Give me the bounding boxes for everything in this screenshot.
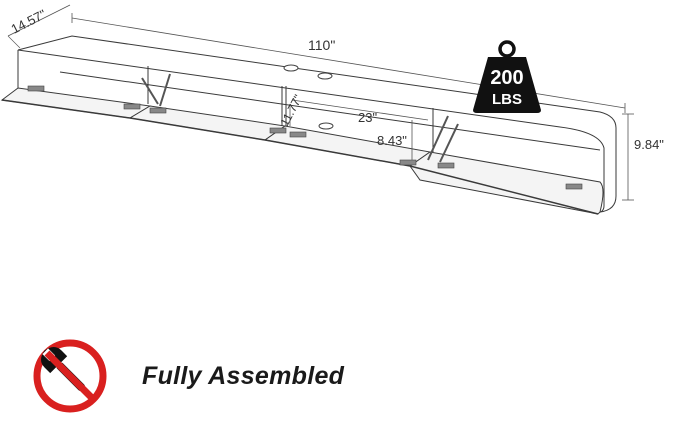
weight-value: 200: [490, 67, 523, 89]
height-label: 9.84": [634, 137, 664, 152]
depth-dimension: 14.57": [7, 4, 71, 49]
no-tools-icon: [33, 339, 107, 413]
length-label: 110": [308, 37, 335, 53]
height-dimension: [622, 113, 634, 201]
cable-holes: [283, 64, 334, 130]
compartment-outer-height-label: 11.77": [277, 92, 305, 128]
fully-assembled-label: Fully Assembled: [142, 362, 345, 390]
compartment-width-label: 23": [358, 110, 377, 125]
hinges: [27, 85, 583, 190]
depth-label: 14.57": [9, 6, 49, 36]
weight-unit: LBS: [492, 91, 522, 108]
weight-icon: 200 LBS: [473, 40, 541, 113]
gas-struts: [141, 73, 459, 163]
compartment-dimensions: [289, 99, 429, 160]
compartment-inner-height-label: 8.43": [377, 133, 407, 148]
